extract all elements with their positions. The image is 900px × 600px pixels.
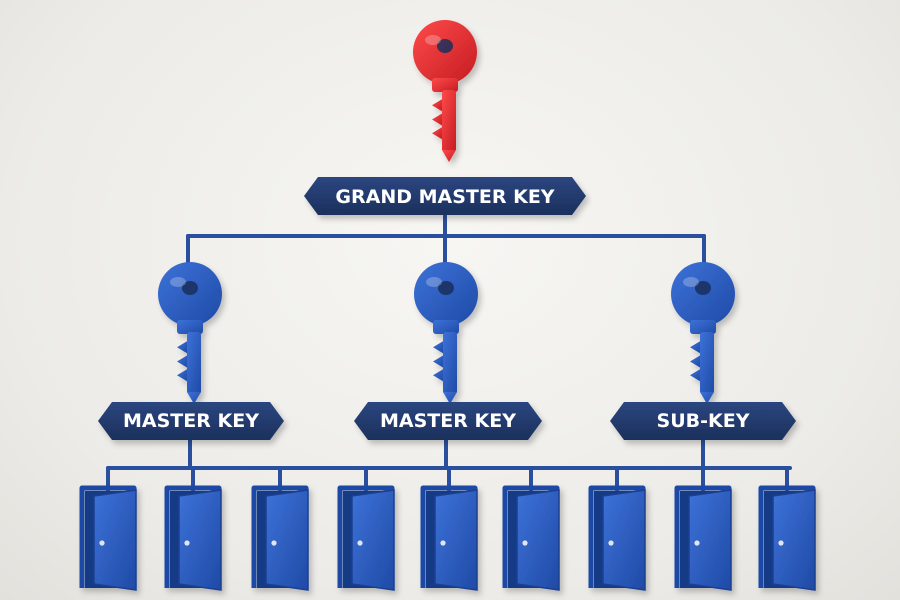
sub-key-label: SUB-KEY [610, 402, 796, 440]
master-key-label-2: MASTER KEY [354, 402, 542, 440]
door-icon [79, 485, 137, 591]
door-icon [251, 485, 309, 591]
door-icon [502, 485, 560, 591]
door-icon [337, 485, 395, 591]
door-icon [758, 485, 816, 591]
master-key-text-2: MASTER KEY [380, 410, 516, 432]
door-icon [674, 485, 732, 591]
master-key-label-1: MASTER KEY [98, 402, 284, 440]
grand-master-key-text: GRAND MASTER KEY [335, 186, 554, 208]
door-icon [588, 485, 646, 591]
door-icon [420, 485, 478, 591]
master-key-icon-1 [158, 262, 222, 404]
grand-master-key-icon [413, 20, 477, 162]
grand-master-key-label: GRAND MASTER KEY [304, 177, 586, 215]
master-key-icon-2 [414, 262, 478, 404]
sub-key-icon [671, 262, 735, 404]
door-icon [164, 485, 222, 591]
master-key-text-1: MASTER KEY [123, 410, 259, 432]
sub-key-text: SUB-KEY [657, 410, 750, 432]
